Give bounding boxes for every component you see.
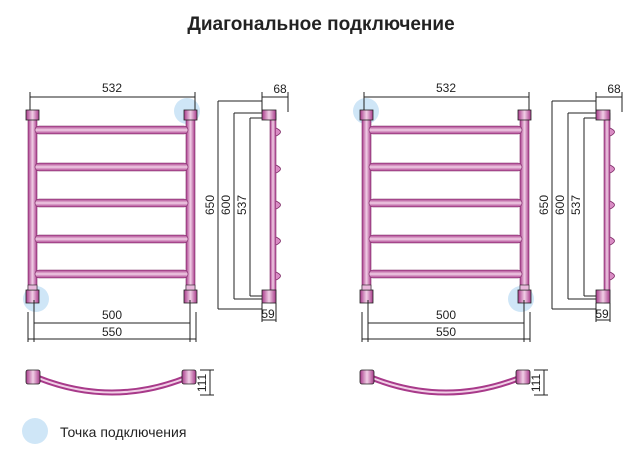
legend-connection-point-icon — [22, 418, 48, 444]
dim-h600: 600 — [553, 195, 567, 215]
dim-side: 59 — [261, 307, 275, 321]
dim-center: 500 — [102, 308, 122, 322]
dim-h600: 600 — [219, 195, 233, 215]
dim-h650: 650 — [537, 195, 551, 215]
dim-bottom-width: 550 — [436, 325, 456, 339]
side-view: 68 650 600 537 59 — [203, 82, 289, 322]
top-view: 111 — [359, 369, 548, 396]
dim-curve: 111 — [195, 374, 209, 393]
dim-top-width: 532 — [102, 81, 122, 95]
rungs — [368, 125, 523, 279]
page-title: Диагональное подключение — [187, 14, 455, 35]
top-view: 111 — [25, 369, 214, 396]
dim-bottom-width: 550 — [102, 325, 122, 339]
dim-top-width: 532 — [436, 81, 456, 95]
dim-side: 59 — [595, 307, 609, 321]
dim-curve: 111 — [529, 374, 543, 393]
legend-label: Точка подключения — [60, 424, 187, 440]
dim-depth: 68 — [273, 82, 287, 96]
dim-h537: 537 — [235, 195, 249, 215]
dim-h650: 650 — [203, 195, 217, 215]
dim-depth: 68 — [607, 82, 621, 96]
dim-center: 500 — [436, 308, 456, 322]
diagram-right: 532 500 550 — [353, 81, 623, 396]
diagram-left: 532 500 550 — [23, 81, 289, 396]
side-view: 68 650 600 537 59 — [537, 82, 623, 322]
dim-h537: 537 — [569, 195, 583, 215]
rungs — [34, 125, 189, 279]
